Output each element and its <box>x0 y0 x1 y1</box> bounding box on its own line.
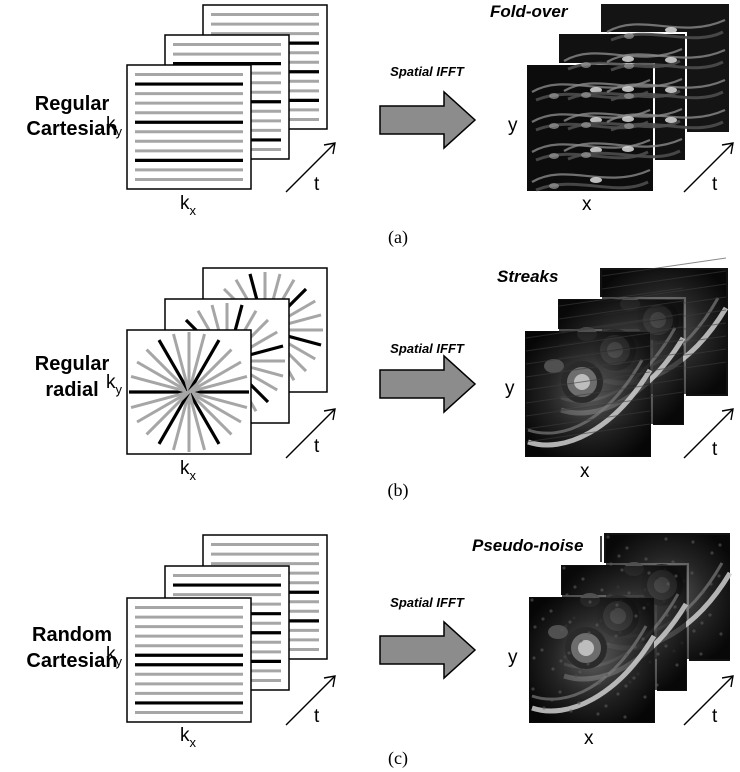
ky-subscript: y <box>116 654 123 669</box>
transform-label: Spatial IFFT <box>390 341 465 356</box>
kspace-lines <box>135 73 243 181</box>
kx-subscript: x <box>190 203 197 218</box>
panel-caption: (a) <box>388 227 408 248</box>
k-letter: k <box>106 644 116 665</box>
ifft-arrow <box>379 620 477 680</box>
kx-label: kx <box>180 458 197 483</box>
unsampled-spoke <box>130 375 248 409</box>
kspace-stack <box>126 4 328 190</box>
k-letter: k <box>180 458 190 479</box>
k-letter: k <box>106 114 116 135</box>
ky-label: ky <box>106 372 123 397</box>
row-title-line2: Cartesian <box>26 650 117 672</box>
fold-over-texture <box>606 18 726 132</box>
time-label: t <box>712 439 718 460</box>
k-letter: k <box>106 372 116 393</box>
artifact-label: Fold-over <box>490 2 569 21</box>
kspace-stack <box>126 267 328 455</box>
time-label: t <box>314 706 320 727</box>
row-title-line1: Regular <box>35 353 110 375</box>
panel-a: Regular Cartesian ky kx t Spatial IFFT <box>26 2 734 248</box>
transform-label: Spatial IFFT <box>390 595 465 610</box>
time-arrow-head <box>721 142 734 155</box>
image-y-label: y <box>505 378 515 399</box>
row-title-line2: radial <box>45 379 98 401</box>
artifact-label: Pseudo-noise <box>472 536 583 555</box>
cardiac-image-texture <box>525 319 653 456</box>
image-x-label: x <box>582 194 592 215</box>
image-stack <box>525 4 729 193</box>
panel-b: Regular radial ky kx t Spatial IFFT Stre… <box>35 257 734 501</box>
panel-caption: (c) <box>388 748 408 769</box>
row-title-line1: Random <box>32 624 112 646</box>
image-x-label: x <box>584 728 594 749</box>
k-letter: k <box>180 725 190 746</box>
cardiac-image-texture <box>530 598 657 722</box>
time-arrow-head <box>721 408 734 421</box>
image-y-label: y <box>508 115 518 136</box>
time-arrow <box>285 143 335 193</box>
time-arrow <box>683 409 733 459</box>
time-label: t <box>712 174 718 195</box>
ifft-arrow <box>379 354 477 414</box>
kspace-frame-front <box>126 64 252 190</box>
time-label: t <box>314 436 320 457</box>
kspace-frame-front <box>126 597 252 723</box>
time-arrow-head <box>721 675 734 688</box>
time-label: t <box>712 706 718 727</box>
time-arrow-head <box>323 142 336 155</box>
kx-subscript: x <box>190 735 197 750</box>
transform-label: Spatial IFFT <box>390 64 465 79</box>
time-arrow-head <box>323 408 336 421</box>
ifft-arrow <box>379 90 477 150</box>
kspace-stack <box>126 534 328 723</box>
kx-label: kx <box>180 193 197 218</box>
k-letter: k <box>180 193 190 214</box>
ky-label: ky <box>106 644 123 669</box>
row-title-line2: Cartesian <box>26 118 117 140</box>
kx-subscript: x <box>190 468 197 483</box>
image-stack <box>523 257 729 459</box>
time-label: t <box>314 174 320 195</box>
time-arrow <box>683 143 733 193</box>
time-arrow <box>683 676 733 726</box>
image-y-label: y <box>508 647 518 668</box>
time-arrow-head <box>323 675 336 688</box>
ky-label: ky <box>106 114 123 139</box>
ky-subscript: y <box>116 124 123 139</box>
ky-subscript: y <box>116 382 123 397</box>
panel-caption: (b) <box>388 480 409 501</box>
artifact-label: Streaks <box>497 267 558 286</box>
time-arrow <box>285 676 335 726</box>
kx-label: kx <box>180 725 197 750</box>
panel-c: Random Cartesian ky kx t Spatial IFFT Ps… <box>26 533 734 769</box>
kspace-frame-front <box>126 329 252 455</box>
image-x-label: x <box>580 461 590 482</box>
row-title-line1: Regular <box>35 93 110 115</box>
time-arrow <box>285 409 335 459</box>
image-stack <box>527 533 733 725</box>
